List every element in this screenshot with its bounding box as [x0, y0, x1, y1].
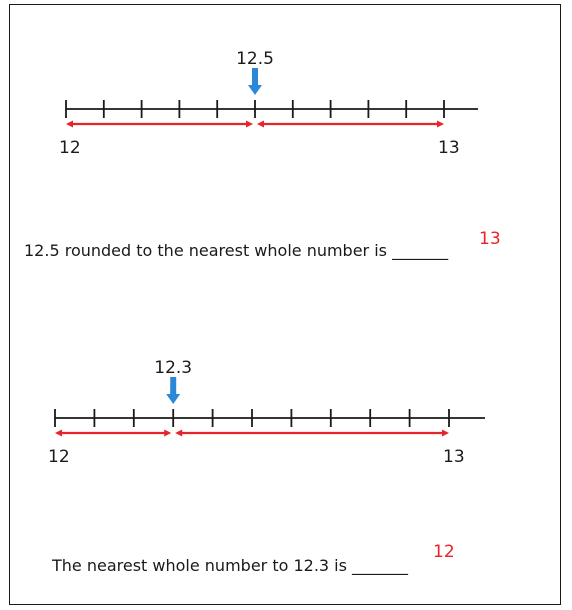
- number-line-2: 12.3 12 13: [48, 358, 485, 467]
- problem1-distance-to-start-arrow-head-left: [66, 120, 73, 128]
- problem2-answer: 12: [433, 542, 455, 562]
- problem1-distance-to-end-arrow-head-left: [257, 120, 264, 128]
- problem2-start-label: 12: [48, 447, 70, 467]
- problem1-marker-shaft: [252, 68, 258, 85]
- problem2-sentence: The nearest whole number to 12.3 is ____…: [52, 556, 409, 575]
- number-line-1: 12.5 12 13: [59, 49, 478, 158]
- problem2-distance-to-end-arrow-head-right: [442, 429, 449, 437]
- problem2-distance-to-end-arrow-head-left: [175, 429, 183, 437]
- problem1-marker-arrow: [248, 85, 262, 95]
- worksheet-frame: [9, 4, 561, 605]
- problem2-marker-shaft: [170, 377, 177, 394]
- problem1-end-label: 13: [438, 138, 460, 158]
- problem2-distance-to-start-arrow-head-right: [164, 429, 172, 437]
- problem2-marker-arrow: [166, 394, 181, 404]
- problem2-end-label: 13: [443, 447, 465, 467]
- problem1-sentence: 12.5 rounded to the nearest whole number…: [24, 241, 449, 260]
- problem1-distance-to-start-arrow-head-right: [246, 120, 253, 128]
- problem2-distance-to-start-arrow-head-left: [55, 429, 62, 437]
- problem1-marker-label: 12.5: [236, 49, 274, 69]
- problem1-start-label: 12: [59, 138, 81, 158]
- problem2-marker-label: 12.3: [154, 358, 192, 378]
- problem1-distance-to-end-arrow-head-right: [437, 120, 444, 128]
- problem1-answer: 13: [479, 229, 501, 249]
